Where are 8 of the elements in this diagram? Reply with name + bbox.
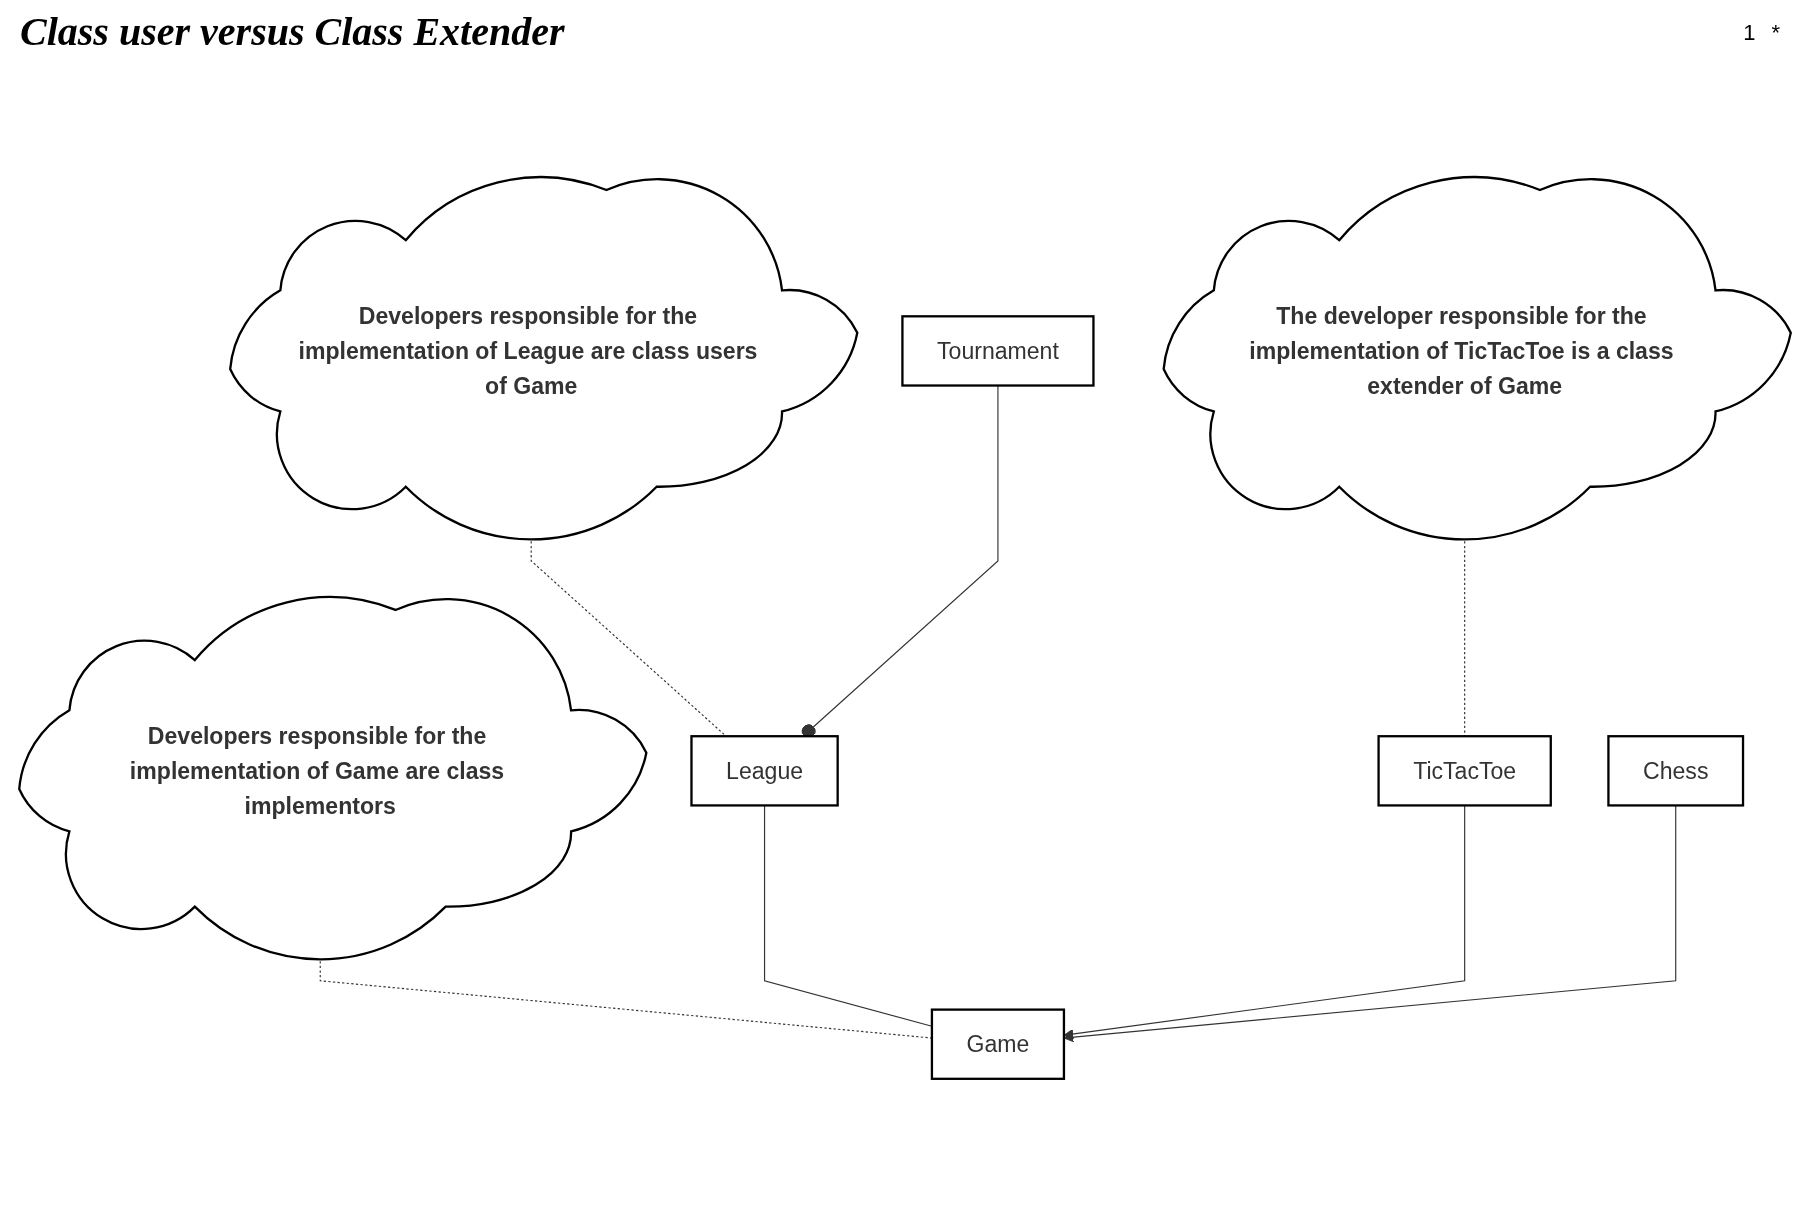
node-box: TicTacToe xyxy=(1377,735,1552,807)
title: Class user versus Class Extender xyxy=(20,8,565,55)
multiplicity-label: * xyxy=(1771,20,1780,45)
node-box: Chess xyxy=(1607,735,1745,807)
multiplicity-label: 1 xyxy=(1743,20,1756,45)
node-box: League xyxy=(690,735,839,807)
node-box: Game xyxy=(930,1008,1066,1080)
node-box: Tournament xyxy=(901,315,1095,387)
